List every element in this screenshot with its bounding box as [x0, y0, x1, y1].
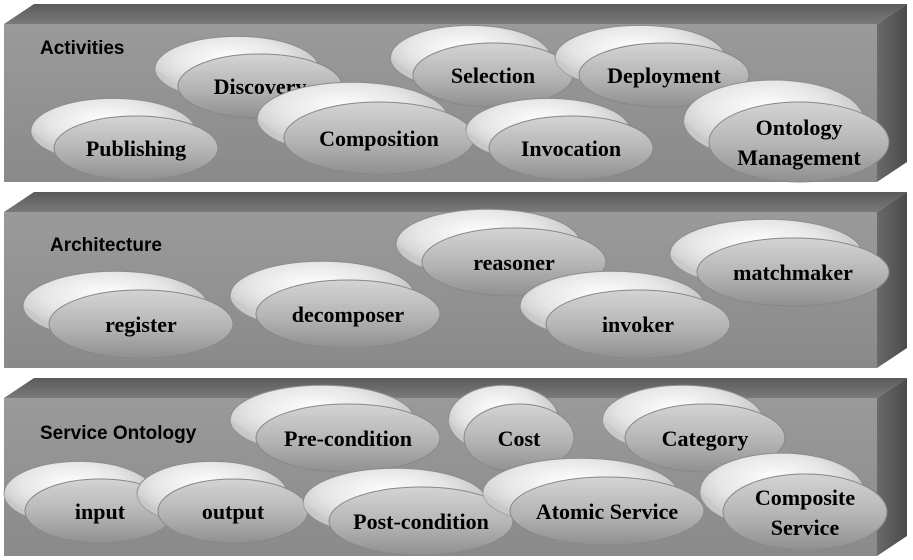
disc-face	[696, 237, 890, 307]
layer-side-face	[877, 192, 907, 368]
node-decomposer: decomposer	[229, 260, 441, 349]
node-label-input: input	[75, 499, 126, 524]
node-label-publishing: Publishing	[86, 136, 186, 161]
disc-face	[722, 473, 888, 551]
node-composition: Composition	[256, 81, 475, 175]
disc-face	[328, 486, 514, 556]
layer-label-service-ontology: Service Ontology	[40, 423, 197, 444]
node-atomic-service: Atomic Service	[482, 457, 705, 546]
node-register: register	[22, 270, 234, 359]
layer-service-ontology: Service Ontology Pre-condition Cost Categor…	[3, 378, 907, 556]
disc-face	[53, 115, 219, 181]
disc-face	[509, 476, 705, 546]
layer-top-face	[4, 378, 907, 398]
node-label-matchmaker: matchmaker	[733, 260, 853, 285]
layer-top-face	[4, 4, 907, 24]
disc-face	[255, 279, 441, 349]
node-label-register: register	[105, 312, 177, 337]
node-label-pre-condition: Pre-condition	[284, 426, 412, 451]
layer-label-architecture: Architecture	[50, 235, 162, 256]
node-output: output	[136, 460, 309, 544]
disc-face	[255, 403, 441, 473]
node-label-composite-service: Service	[771, 515, 840, 540]
disc-face	[488, 115, 654, 181]
node-deployment: Deployment	[554, 24, 750, 108]
layer-label-activities: Activities	[40, 38, 124, 59]
node-label-invocation: Invocation	[521, 136, 621, 161]
node-label-invoker: invoker	[602, 312, 674, 337]
layer-side-face	[877, 378, 907, 556]
layer-architecture: Architecture reasoner matchmaker register de…	[4, 192, 907, 368]
disc-face	[708, 101, 890, 183]
node-invoker: invoker	[519, 270, 731, 359]
node-input: input	[3, 460, 176, 544]
layer-top-face	[4, 192, 907, 212]
node-label-deployment: Deployment	[607, 63, 721, 88]
node-label-post-condition: Post-condition	[353, 509, 489, 534]
node-matchmaker: matchmaker	[669, 218, 890, 307]
node-label-composite-service: Composite	[755, 485, 855, 510]
node-post-condition: Post-condition	[302, 467, 514, 556]
node-cost: Cost	[448, 384, 575, 473]
node-selection: Selection	[390, 24, 574, 108]
node-publishing: Publishing	[30, 97, 219, 181]
node-label-atomic-service: Atomic Service	[536, 499, 679, 524]
node-label-selection: Selection	[451, 63, 535, 88]
node-invocation: Invocation	[465, 97, 654, 181]
disc-face	[578, 42, 750, 108]
node-label-ontology-management: Management	[737, 145, 861, 170]
node-label-composition: Composition	[319, 126, 439, 151]
disc-face	[624, 403, 786, 473]
node-label-cost: Cost	[498, 426, 541, 451]
node-label-decomposer: decomposer	[292, 302, 405, 327]
disc-face	[545, 289, 731, 359]
node-label-output: output	[202, 499, 265, 524]
node-label-reasoner: reasoner	[473, 250, 555, 275]
disc-face	[48, 289, 234, 359]
node-label-ontology-management: Ontology	[756, 115, 843, 140]
node-label-category: Category	[662, 426, 749, 451]
node-pre-condition: Pre-condition	[229, 384, 441, 473]
